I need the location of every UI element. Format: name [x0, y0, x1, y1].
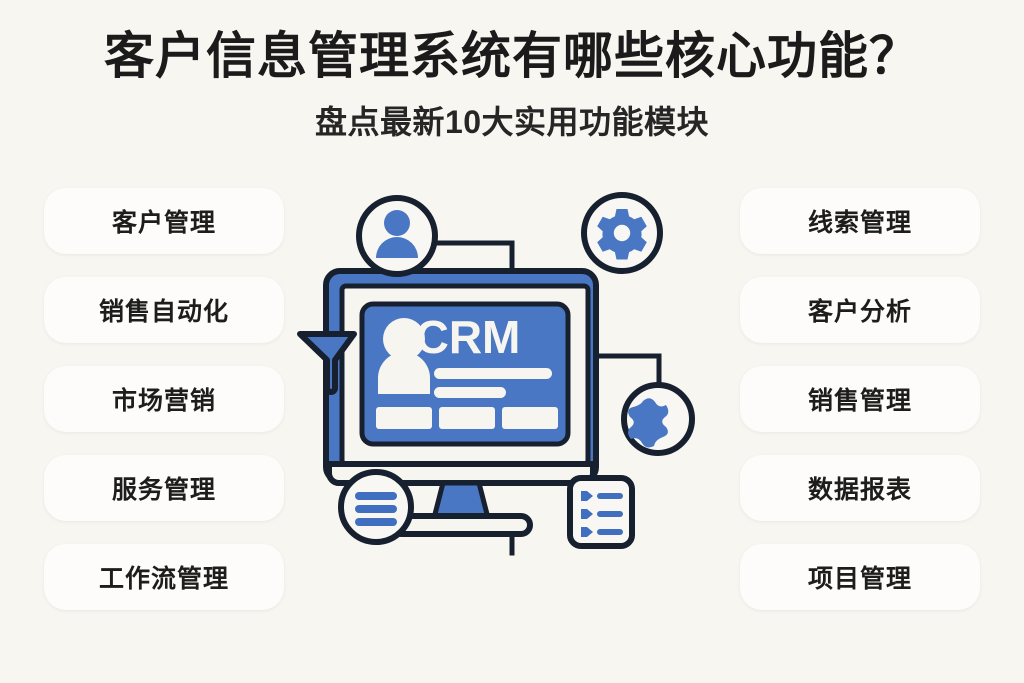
- pill-label: 客户分析: [807, 298, 912, 326]
- connector-monitor-to-puzzle: [593, 353, 662, 391]
- gear-icon: [581, 192, 663, 274]
- page-subtitle: 盘点最新10大实用功能模块: [314, 104, 710, 140]
- screen-crm-label: CRM: [416, 311, 521, 363]
- pill-label: 数据报表: [807, 476, 912, 504]
- feature-list-left: 客户管理 销售自动化 市场营销 服务管理 工作流管理: [44, 188, 284, 633]
- feature-pill-data-reports[interactable]: 数据报表: [740, 455, 980, 521]
- pill-label: 市场营销: [111, 387, 216, 415]
- pill-label: 客户管理: [111, 209, 216, 237]
- monitor: CRM: [323, 268, 599, 537]
- puzzle-icon: [621, 382, 695, 456]
- checklist-icon: [567, 475, 635, 549]
- feature-pill-marketing[interactable]: 市场营销: [44, 366, 284, 432]
- pill-label: 线索管理: [807, 209, 912, 237]
- pill-label: 服务管理: [111, 476, 216, 504]
- pill-label: 项目管理: [807, 565, 912, 593]
- screen-line-1: [434, 368, 552, 379]
- menu-list-icon: [338, 469, 414, 545]
- crm-illustration: CRM: [296, 178, 728, 578]
- monitor-stand-base: [389, 513, 533, 537]
- pill-label: 工作流管理: [98, 565, 229, 593]
- pill-label: 销售自动化: [98, 298, 229, 326]
- pill-label: 销售管理: [807, 387, 912, 415]
- user-icon: [356, 195, 438, 277]
- feature-pill-lead-management[interactable]: 线索管理: [740, 188, 980, 254]
- feature-pill-customer-management[interactable]: 客户管理: [44, 188, 284, 254]
- screen-box-3: [502, 407, 558, 429]
- feature-pill-sales-automation[interactable]: 销售自动化: [44, 277, 284, 343]
- funnel-icon: [297, 331, 357, 395]
- screen-line-2: [434, 387, 506, 398]
- feature-pill-workflow-management[interactable]: 工作流管理: [44, 544, 284, 610]
- screen-box-2: [439, 407, 495, 429]
- connector-user-to-monitor: [428, 240, 515, 276]
- screen-box-1: [376, 407, 432, 429]
- page-title: 客户信息管理系统有哪些核心功能？: [104, 28, 920, 84]
- screen-avatar-icon: [378, 318, 430, 394]
- feature-pill-sales-management[interactable]: 销售管理: [740, 366, 980, 432]
- feature-pill-customer-analytics[interactable]: 客户分析: [740, 277, 980, 343]
- feature-pill-service-management[interactable]: 服务管理: [44, 455, 284, 521]
- header: 客户信息管理系统有哪些核心功能？ 盘点最新10大实用功能模块: [0, 0, 1024, 165]
- monitor-stand-neck: [431, 480, 491, 521]
- feature-pill-project-management[interactable]: 项目管理: [740, 544, 980, 610]
- feature-list-right: 线索管理 客户分析 销售管理 数据报表 项目管理: [740, 188, 980, 633]
